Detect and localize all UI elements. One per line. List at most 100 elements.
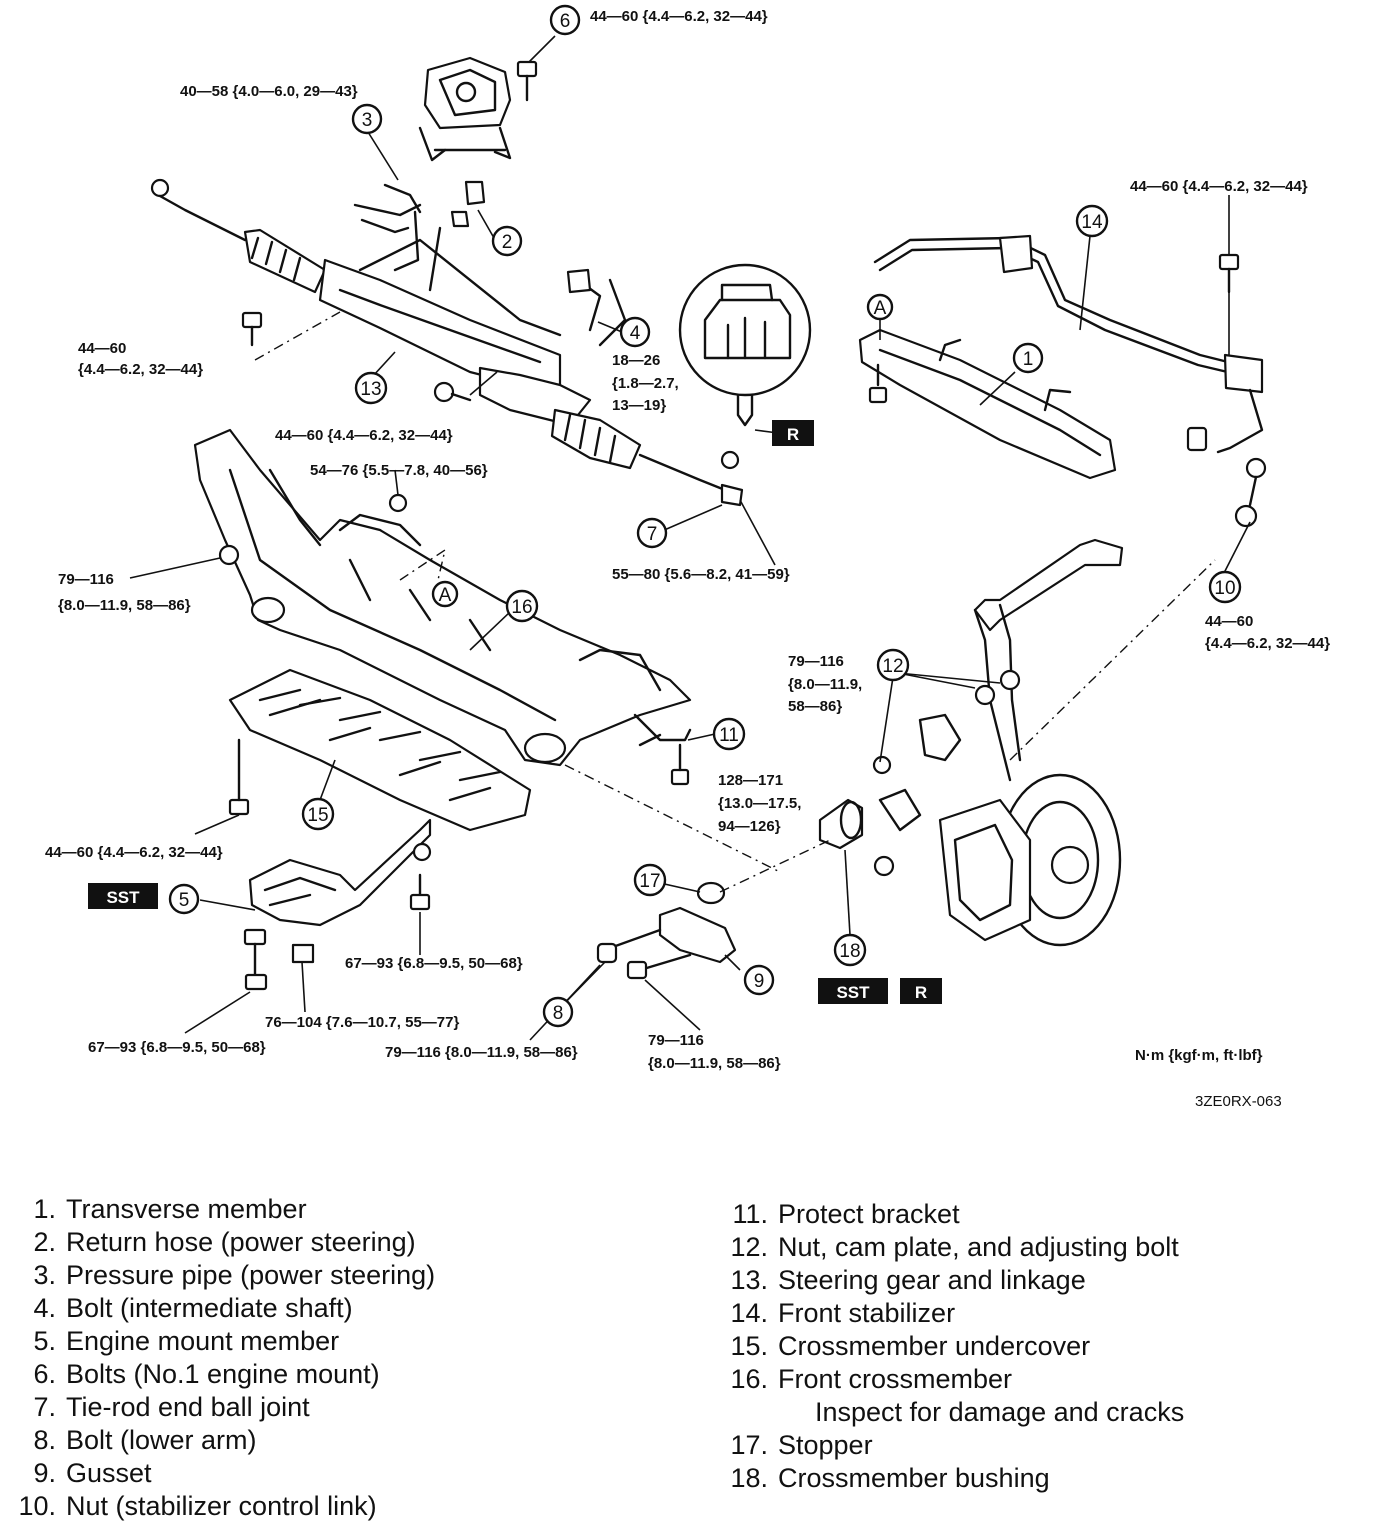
reference-letter-a-1: A: [866, 293, 894, 321]
legend-item: 17. Stopper: [712, 1429, 1184, 1462]
legend-item: 8. Bolt (lower arm): [0, 1424, 435, 1457]
legend-item-label: Stopper: [778, 1430, 873, 1460]
svg-text:8: 8: [553, 1003, 564, 1024]
legend-item-label: Crossmember bushing: [778, 1463, 1050, 1493]
svg-text:11: 11: [719, 725, 739, 746]
figure-code: 3ZE0RX-063: [1195, 1093, 1282, 1110]
svg-text:2: 2: [502, 232, 513, 253]
legend-item-number: 14.: [730, 1298, 768, 1328]
engine-mount-drawing: [418, 56, 512, 162]
svg-text:16: 16: [511, 597, 532, 618]
callout-17: 17: [633, 863, 667, 897]
callout-4: 4: [619, 316, 651, 348]
bolt-13-drawing: [241, 311, 472, 403]
torque-bolt-8: 79—116 {8.0—11.9, 58—86}: [385, 1044, 578, 1061]
legend-item-label: Bolt (intermediate shaft): [66, 1293, 353, 1323]
torque-nut-12-line1: 79—116: [788, 653, 844, 670]
legend-item-label: Pressure pipe (power steering): [66, 1260, 436, 1290]
front-stabilizer-drawing: [873, 234, 1264, 454]
legend-item-number: 15.: [730, 1331, 768, 1361]
legend-item-number: 6.: [33, 1359, 56, 1389]
legend-item: 2.Return hose (power steering): [0, 1226, 435, 1259]
torque-bracket-11-line3: 94—126}: [718, 818, 781, 835]
pressure-pipe-drawing: [353, 183, 442, 292]
legend-item-label: Front stabilizer: [778, 1298, 956, 1328]
callout-6: 6: [549, 4, 581, 36]
svg-text:SST: SST: [836, 983, 870, 1002]
legend-note: Inspect for damage and cracks: [815, 1397, 1185, 1427]
detail-inset-drawing: [678, 263, 812, 427]
callout-5: 5: [168, 883, 200, 915]
legend-item: 10.Nut (stabilizer control link): [0, 1490, 435, 1523]
callout-14: 14: [1075, 204, 1109, 238]
torque-bracket-11-line1: 128—171: [718, 772, 783, 789]
torque-mount-5a: 67—93 {6.8—9.5, 50—68}: [345, 955, 523, 972]
legend-item-label: Tie-rod end ball joint: [66, 1392, 310, 1422]
svg-text:A: A: [439, 585, 452, 606]
legend-item-number: 10.: [18, 1491, 56, 1521]
callout-10: 10: [1208, 570, 1242, 604]
sst-tag-18: SST: [818, 978, 888, 1004]
legend-item-label: Crossmember undercover: [778, 1331, 1091, 1361]
sst-tag-5: SST: [88, 883, 158, 909]
legend-item-label: Nut, cam plate, and adjusting bolt: [778, 1232, 1179, 1262]
suspension-exploded-diagram: 1 2 3 4 5 6 7 8 9 10 11 12 13 14 15 16 1…: [45, 4, 1330, 1110]
callout-9: 9: [743, 964, 775, 996]
r-tag-18: R: [900, 978, 942, 1004]
svg-text:18: 18: [839, 941, 860, 962]
r-tag-inset: R: [772, 420, 814, 446]
svg-text:5: 5: [179, 890, 190, 911]
stabilizer-link-drawing: [1234, 457, 1267, 528]
torque-bracket-11-line2: {13.0—17.5,: [718, 795, 801, 812]
svg-text:7: 7: [647, 524, 658, 545]
legend-item: 1.Transverse member: [0, 1193, 435, 1226]
torque-bolt-4-line1: 18—26: [612, 352, 660, 369]
torque-mount-5b: 76—104 {7.6—10.7, 55—77}: [265, 1014, 459, 1031]
torque-labels: 44—60 {4.4—6.2, 32—44} 40—58 {4.0—6.0, 2…: [45, 8, 1330, 1110]
torque-nut-10-line1: 44—60: [1205, 613, 1253, 630]
torque-crossmember-16b-line2: {8.0—11.9, 58—86}: [58, 597, 191, 614]
legend-item-number: 9.: [33, 1458, 56, 1488]
leader-lines: [129, 35, 1251, 1041]
svg-text:3: 3: [362, 110, 373, 131]
svg-text:9: 9: [754, 971, 765, 992]
legend-item-number: 13.: [730, 1265, 768, 1295]
legend-item-number: 7.: [33, 1392, 56, 1422]
legend-item-label: Bolt (lower arm): [66, 1425, 257, 1455]
svg-text:13: 13: [360, 379, 381, 400]
legend-item-number: 2.: [33, 1227, 56, 1257]
callout-2: 2: [491, 225, 523, 257]
torque-gear-13a-line2: {4.4—6.2, 32—44}: [78, 361, 203, 378]
torque-nut-12-line2: {8.0—11.9,: [788, 676, 862, 693]
legend-item: 5.Engine mount member: [0, 1325, 435, 1358]
svg-text:10: 10: [1214, 578, 1235, 599]
callout-16: 16: [505, 589, 539, 623]
legend-item: 18.Crossmember bushing: [712, 1462, 1184, 1495]
legend-item: 14. Front stabilizer: [712, 1297, 1184, 1330]
callout-15: 15: [301, 797, 335, 831]
legend-item-label: Bolts (No.1 engine mount): [66, 1359, 380, 1389]
svg-text:R: R: [787, 425, 799, 444]
torque-units: N·m {kgf·m, ft·lbf}: [1135, 1047, 1263, 1064]
svg-text:1: 1: [1023, 349, 1034, 370]
legend-item: 11.Protect bracket: [712, 1198, 1184, 1231]
legend-item-number: 17.: [730, 1430, 768, 1460]
legend-item-label: Front crossmember: [778, 1364, 1013, 1394]
callout-7: 7: [636, 517, 668, 549]
legend-item-label: Gusset: [66, 1458, 152, 1488]
svg-text:R: R: [915, 983, 927, 1002]
torque-nut-12-line3: 58—86}: [788, 698, 842, 715]
legend-item: 15. Crossmember undercover: [712, 1330, 1184, 1363]
torque-bolt-6: 44—60 {4.4—6.2, 32—44}: [590, 8, 768, 25]
legend-item: 9. Gusset: [0, 1457, 435, 1490]
legend-item-number: 8.: [33, 1425, 56, 1455]
torque-gear-13b: 44—60 {4.4—6.2, 32—44}: [275, 427, 453, 444]
legend-item-number: 4.: [33, 1293, 56, 1323]
legend-item: 12.Nut, cam plate, and adjusting bolt: [712, 1231, 1184, 1264]
gusset-drawing: [596, 881, 737, 980]
torque-nut-10-line2: {4.4—6.2, 32—44}: [1205, 635, 1330, 652]
legend-item-label: Protect bracket: [778, 1199, 960, 1229]
